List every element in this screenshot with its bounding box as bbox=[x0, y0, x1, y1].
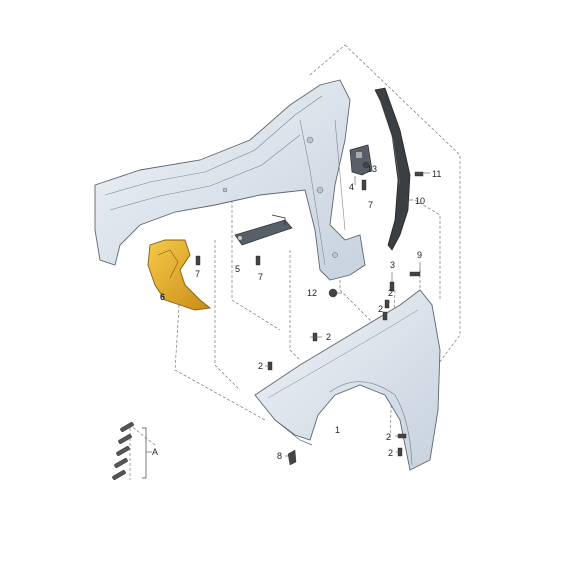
clip-9 bbox=[409, 271, 421, 277]
callout-5: 5 bbox=[235, 264, 240, 274]
callout-A: A bbox=[152, 447, 158, 457]
callout-10: 10 bbox=[415, 196, 425, 206]
callout-7c: 7 bbox=[368, 200, 373, 210]
clip-8 bbox=[287, 449, 297, 466]
callout-labels: 1 2 2 2 2 2 2 3 4 5 6 7 7 7 8 9 10 11 12… bbox=[152, 164, 441, 461]
callout-4: 4 bbox=[349, 182, 354, 192]
screw-7b bbox=[255, 255, 261, 266]
screw-7c bbox=[361, 179, 367, 191]
callout-3: 3 bbox=[390, 260, 395, 270]
body-structure bbox=[94, 79, 366, 281]
nut-13 bbox=[362, 161, 370, 169]
callout-1: 1 bbox=[335, 425, 340, 435]
callout-2d: 2 bbox=[258, 361, 263, 371]
nut-12 bbox=[328, 288, 338, 298]
callout-2a: 2 bbox=[388, 288, 393, 298]
callout-6: 6 bbox=[160, 292, 165, 302]
small-parts-set bbox=[112, 421, 147, 481]
fasteners bbox=[195, 161, 424, 466]
callout-2e: 2 bbox=[386, 432, 391, 442]
screw-2b bbox=[382, 311, 388, 321]
callout-9: 9 bbox=[417, 250, 422, 260]
front-fender bbox=[254, 289, 441, 471]
callout-2f: 2 bbox=[388, 448, 393, 458]
seal-strip bbox=[374, 87, 411, 251]
callout-8: 8 bbox=[277, 451, 282, 461]
screw-7a bbox=[195, 255, 201, 266]
callout-7a: 7 bbox=[195, 269, 200, 279]
mounting-rail bbox=[234, 214, 293, 246]
callout-7b: 7 bbox=[258, 272, 263, 282]
screw-2a bbox=[384, 299, 390, 309]
bolt-11 bbox=[414, 171, 424, 177]
callout-11: 11 bbox=[432, 169, 441, 179]
callout-2c: 2 bbox=[326, 332, 331, 342]
callout-12: 12 bbox=[307, 288, 317, 298]
leader-lines bbox=[146, 164, 430, 457]
highlighted-bracket bbox=[147, 239, 212, 311]
callout-2b: 2 bbox=[378, 304, 383, 314]
callout-13: 13 bbox=[367, 164, 377, 174]
